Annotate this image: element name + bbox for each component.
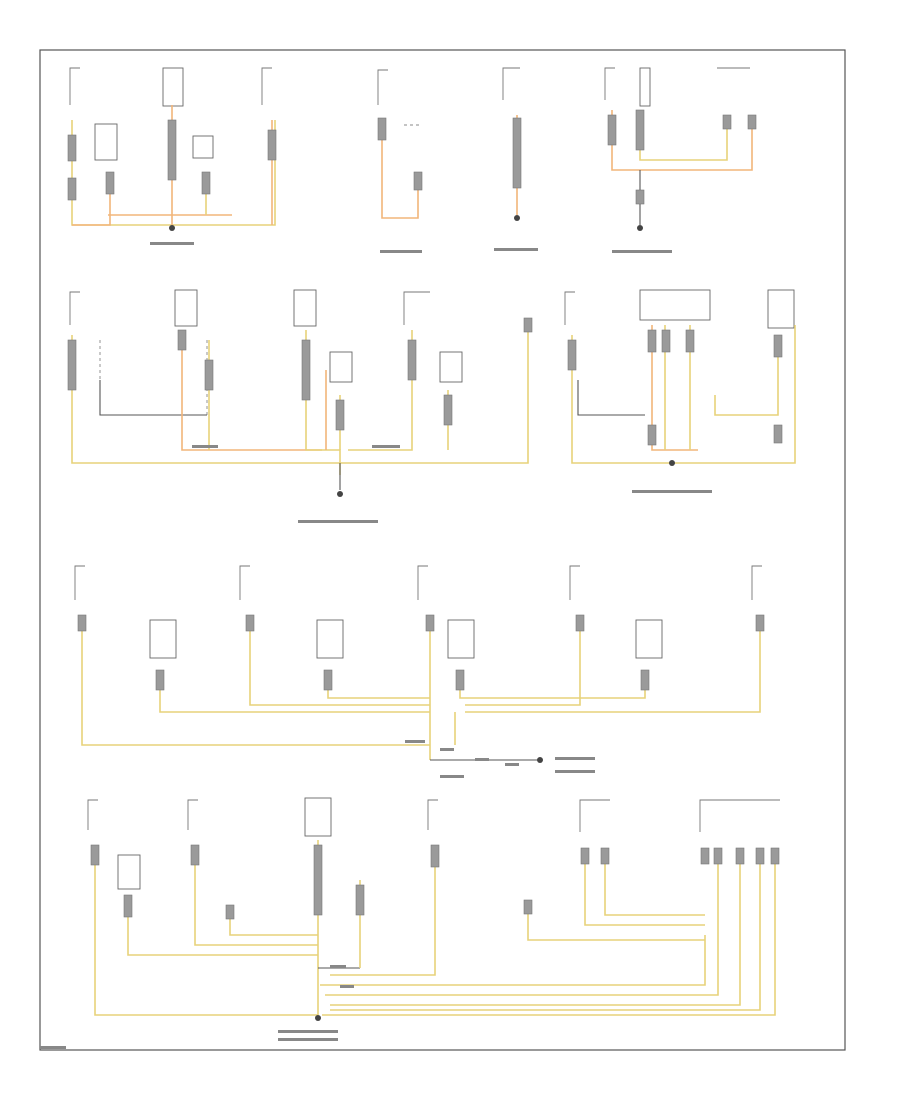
component-box	[293, 289, 317, 327]
ground-point	[537, 757, 543, 763]
connector	[155, 669, 165, 691]
component-box	[767, 289, 795, 329]
connector	[425, 614, 435, 632]
connector	[661, 329, 671, 353]
connector	[377, 117, 387, 141]
component-box	[329, 351, 353, 383]
connector	[713, 847, 723, 865]
connector	[700, 847, 710, 865]
connector	[635, 189, 645, 205]
connector	[335, 399, 345, 431]
connector	[455, 669, 465, 691]
component-box	[149, 619, 177, 659]
connector	[67, 134, 77, 162]
panel-row-4	[87, 797, 780, 1041]
connector	[204, 359, 214, 391]
component-box	[162, 67, 184, 107]
connector	[567, 339, 577, 371]
connector	[607, 114, 617, 146]
connector	[267, 129, 277, 161]
connector	[770, 847, 780, 865]
connector	[755, 847, 765, 865]
connector	[90, 844, 100, 866]
component-box	[439, 351, 463, 383]
component-box	[117, 854, 141, 890]
component-box	[635, 619, 663, 659]
connector	[413, 171, 423, 191]
connector	[301, 339, 311, 401]
connector	[201, 171, 211, 195]
connector	[685, 329, 695, 353]
connector	[747, 114, 757, 130]
connector	[647, 424, 657, 446]
connector	[512, 117, 522, 189]
connector	[245, 614, 255, 632]
ground-point	[169, 225, 175, 231]
component-box	[639, 289, 711, 321]
connector	[523, 899, 533, 915]
connector	[755, 614, 765, 632]
panel-row-1	[67, 67, 757, 253]
connector	[580, 847, 590, 865]
connector	[323, 669, 333, 691]
connector	[635, 109, 645, 151]
ground-point	[337, 491, 343, 497]
connector	[430, 844, 440, 868]
connector	[355, 884, 365, 916]
ground-point	[637, 225, 643, 231]
panel-row-2	[67, 289, 796, 523]
component-box	[192, 135, 214, 159]
diagram-frame	[39, 49, 846, 1051]
connector	[67, 177, 77, 201]
connector	[167, 119, 177, 181]
connector	[575, 614, 585, 632]
connector	[773, 334, 783, 358]
component-box	[447, 619, 475, 659]
ground-point	[514, 215, 520, 221]
connector	[105, 171, 115, 195]
component-box	[639, 67, 651, 107]
connector	[123, 894, 133, 918]
component-box	[174, 289, 198, 327]
connector	[407, 339, 417, 381]
connector	[225, 904, 235, 920]
panel-row-3	[74, 565, 765, 778]
connector	[77, 614, 87, 632]
connector	[600, 847, 610, 865]
connector	[722, 114, 732, 130]
footer-mark	[40, 1046, 66, 1049]
connector	[735, 847, 745, 865]
connector	[67, 339, 77, 391]
connector	[443, 394, 453, 426]
component-box	[304, 797, 332, 837]
component-box	[94, 123, 118, 161]
connector	[177, 329, 187, 351]
connector	[190, 844, 200, 866]
connector	[523, 317, 533, 333]
connector	[313, 844, 323, 916]
connector	[640, 669, 650, 691]
connector	[647, 329, 657, 353]
connector	[773, 424, 783, 444]
ground-point	[669, 460, 675, 466]
ground-point	[315, 1015, 321, 1021]
component-box	[316, 619, 344, 659]
